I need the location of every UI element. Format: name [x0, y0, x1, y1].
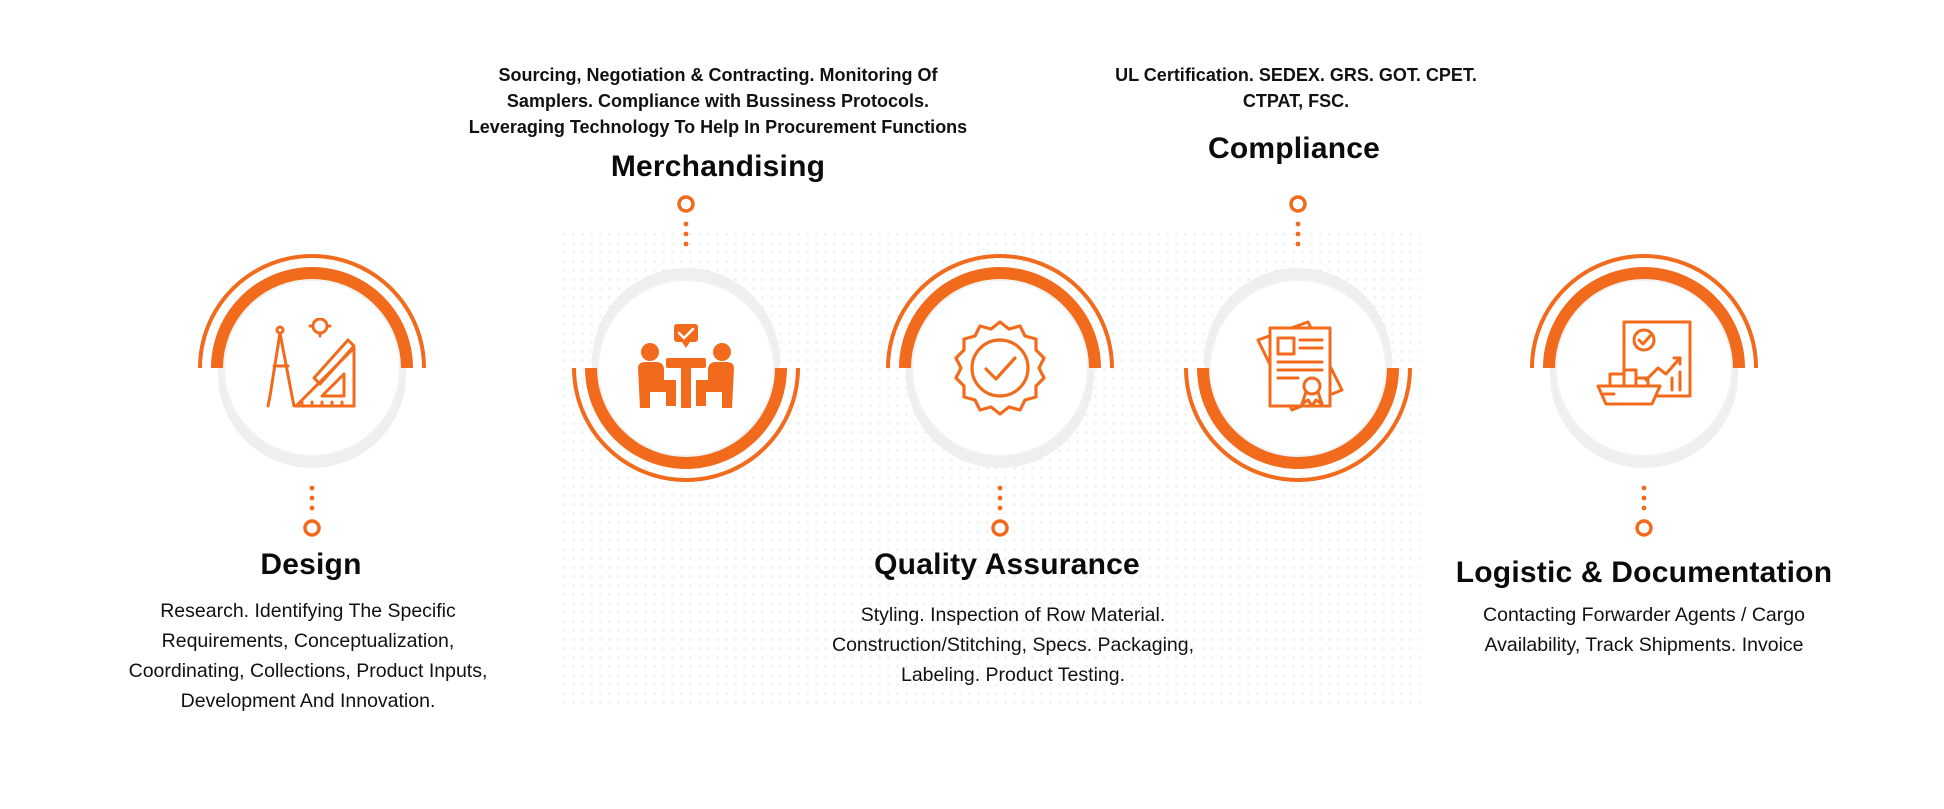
logistic-connector	[1635, 485, 1653, 537]
logistic-title: Logistic & Documentation	[1455, 556, 1833, 589]
team-meeting-icon	[638, 324, 734, 408]
logistic-circle	[1524, 248, 1764, 488]
compliance-connector	[1289, 195, 1307, 247]
certificate-document-icon	[1256, 320, 1344, 412]
compliance-circle	[1178, 248, 1418, 488]
design-circle	[192, 248, 432, 488]
merchandising-connector	[677, 195, 695, 247]
merchandising-circle	[566, 248, 806, 488]
merchandising-title: Merchandising	[610, 150, 826, 183]
compliance-description: UL Certification. SEDEX. GRS. GOT. CPET.…	[1115, 65, 1477, 111]
quality-assurance-description: Styling. Inspection of Row Material. Con…	[831, 604, 1195, 686]
merchandising-description: Sourcing, Negotiation & Contracting. Mon…	[468, 65, 968, 137]
design-title: Design	[260, 548, 362, 581]
design-description: Research. Identifying The Specific Requi…	[128, 600, 488, 712]
quality-assurance-connector	[991, 485, 1009, 537]
quality-assurance-title: Quality Assurance	[874, 548, 1140, 581]
design-connector	[303, 485, 321, 537]
compliance-title: Compliance	[1207, 132, 1381, 165]
quality-assurance-circle	[880, 248, 1120, 488]
logistic-description: Contacting Forwarder Agents / Cargo Avai…	[1483, 604, 1805, 656]
shipping-analytics-icon	[1596, 320, 1692, 406]
drafting-tools-icon	[266, 318, 356, 408]
quality-badge-check-icon	[954, 320, 1046, 416]
